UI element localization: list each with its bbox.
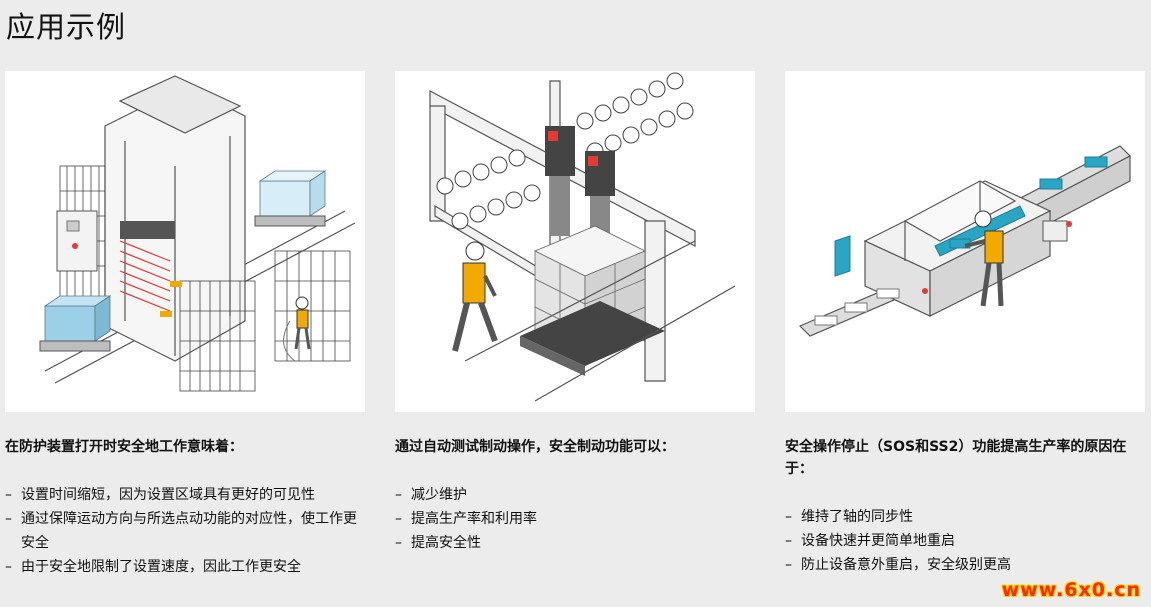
page-title: 应用示例 xyxy=(6,10,127,44)
list-item: 提高生产率和利用率 xyxy=(395,507,755,531)
list-item: 维持了轴的同步性 xyxy=(785,505,1145,529)
palletizer-illustration xyxy=(5,71,365,412)
column-heading: 在防护装置打开时安全地工作意味着： xyxy=(5,439,243,455)
list-item: 提高安全性 xyxy=(395,531,755,555)
bullet-list: 减少维护 提高生产率和利用率 提高安全性 xyxy=(395,483,755,555)
column-heading: 通过自动测试制动操作，安全制动功能可以： xyxy=(395,439,675,455)
column-heading: 安全操作停止（SOS和SS2）功能提高生产率的原因在于： xyxy=(785,439,1127,477)
packaging-machine-illustration xyxy=(785,71,1145,412)
column-guard-open: 在防护装置打开时安全地工作意味着： 设置时间缩短，因为设置区域具有更好的可见性 … xyxy=(5,436,365,579)
gantry-robot-illustration xyxy=(395,71,755,412)
column-safe-stop: 安全操作停止（SOS和SS2）功能提高生产率的原因在于： 维持了轴的同步性 设备… xyxy=(785,436,1145,577)
bullet-list: 设置时间缩短，因为设置区域具有更好的可见性 通过保障运动方向与所选点动功能的对应… xyxy=(5,483,365,579)
watermark: www.6x0.cn xyxy=(1001,579,1141,601)
bullet-list: 维持了轴的同步性 设备快速并更简单地重启 防止设备意外重启，安全级别更高 xyxy=(785,505,1145,577)
list-item: 防止设备意外重启，安全级别更高 xyxy=(785,553,1145,577)
list-item: 设置时间缩短，因为设置区域具有更好的可见性 xyxy=(5,483,365,507)
list-item: 设备快速并更简单地重启 xyxy=(785,529,1145,553)
list-item: 由于安全地限制了设置速度，因此工作更安全 xyxy=(5,555,365,579)
list-item: 减少维护 xyxy=(395,483,755,507)
list-item: 通过保障运动方向与所选点动功能的对应性，使工作更安全 xyxy=(5,507,365,555)
column-brake-test: 通过自动测试制动操作，安全制动功能可以： 减少维护 提高生产率和利用率 提高安全… xyxy=(395,436,755,555)
